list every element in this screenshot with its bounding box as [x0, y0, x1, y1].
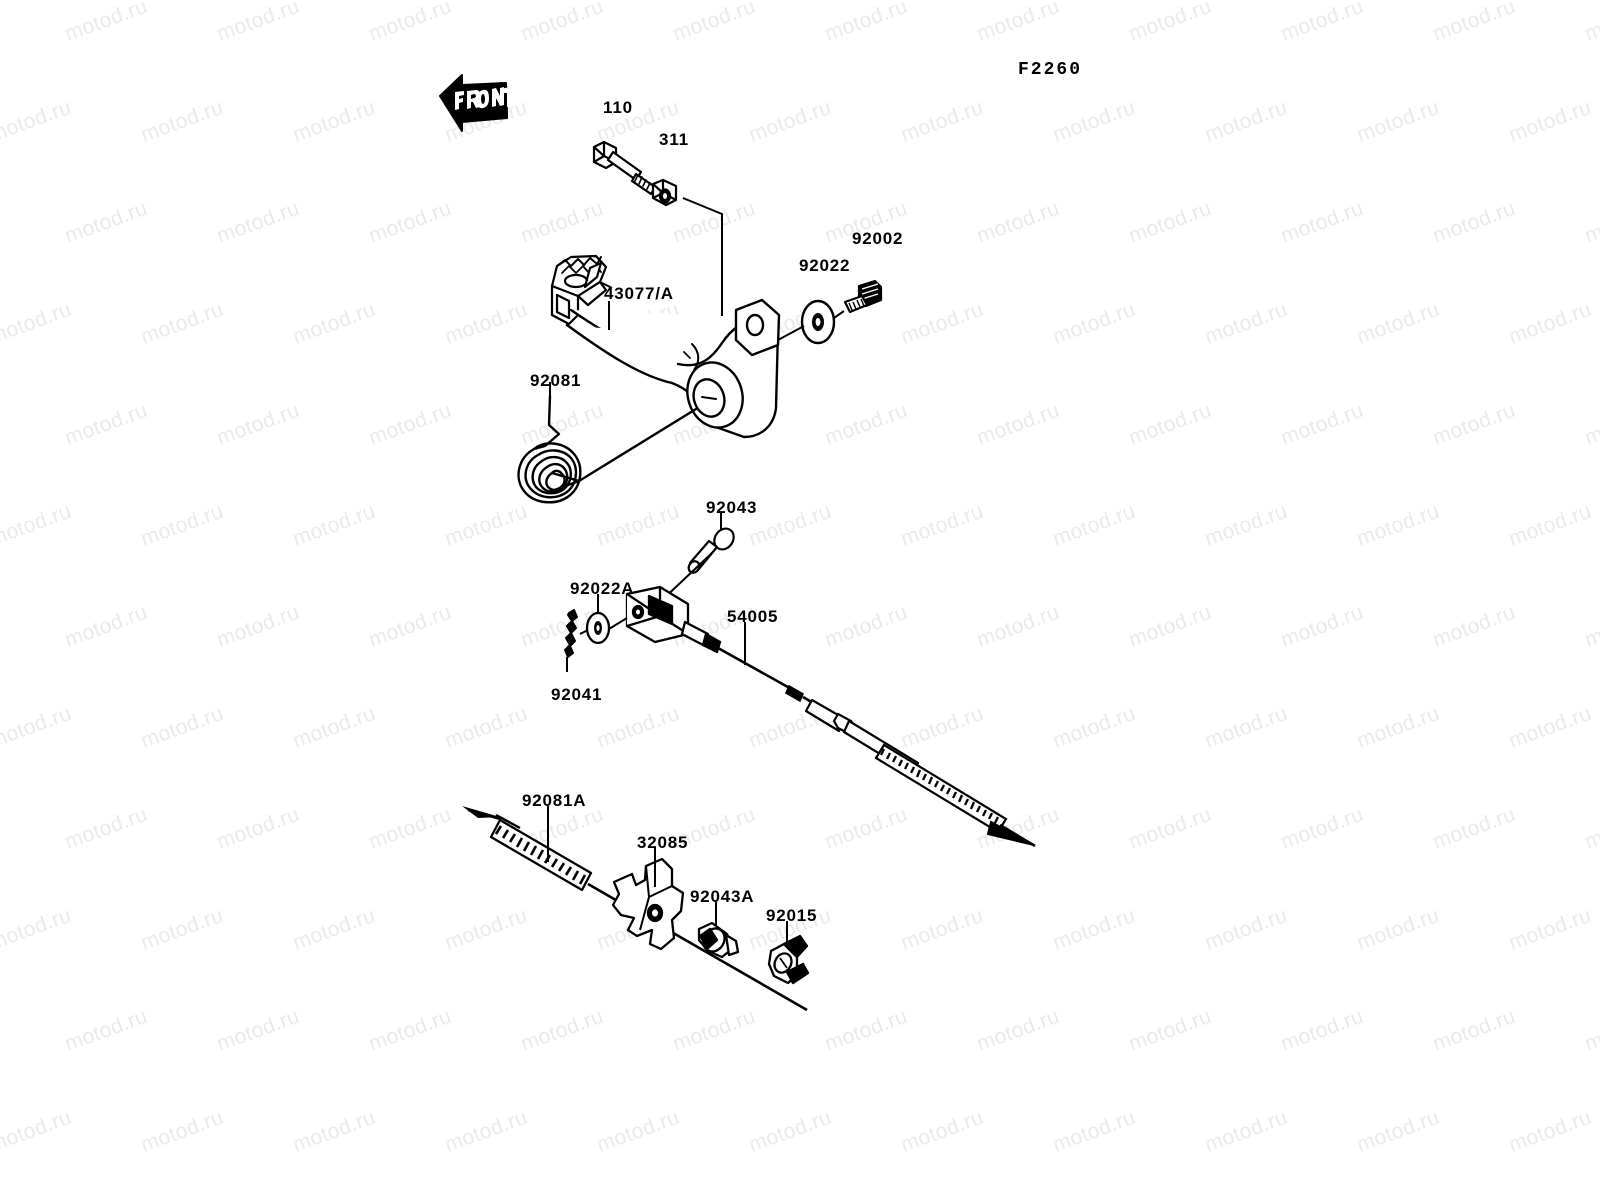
part-callout-311: 311: [659, 130, 689, 149]
part-callout-92081A: 92081A: [522, 791, 587, 810]
part-wing-nut-92015: [767, 934, 810, 985]
part-screw-92002: [843, 279, 883, 314]
part-pin-92043: [687, 527, 735, 574]
part-nut-311: [651, 178, 678, 207]
part-torsion-spring-92081: [517, 394, 698, 504]
front-arrow-icon: [439, 74, 514, 132]
part-callout-92002: 92002: [852, 229, 904, 248]
spring-direction-arrow-icon: [462, 806, 521, 830]
part-brake-rod-54005: [717, 646, 1036, 848]
part-callout-92022: 92022: [799, 256, 851, 275]
leader-92002-join: [833, 310, 845, 319]
part-compression-spring-92081A: [489, 818, 593, 892]
part-callout-43077A: 43077/A: [604, 284, 674, 303]
diagram-code: F2260: [1018, 60, 1083, 80]
part-washer-92022: [800, 299, 836, 345]
part-joint-pin-92043A: [697, 921, 740, 959]
leader-92022-to-pedal: [777, 325, 805, 341]
part-brake-pedal-lever: [565, 298, 781, 439]
part-callout-92043: 92043: [706, 498, 758, 517]
part-callout-92043A: 92043A: [690, 887, 755, 906]
part-callout-32085: 32085: [637, 833, 689, 852]
leader-92022A-to-clevis: [608, 617, 628, 630]
part-pedal-pad-43077A: [550, 254, 608, 326]
part-bracket-32085: [611, 857, 685, 951]
leader-43077A-tick: [599, 281, 613, 289]
part-callout-92041: 92041: [551, 685, 603, 704]
part-bolt-110: [592, 140, 657, 196]
part-callout-54005: 54005: [727, 607, 779, 626]
leader-92041-to-washer: [579, 629, 589, 635]
part-clevis-joint: [625, 585, 722, 654]
part-callout-110: 110: [603, 98, 633, 117]
part-callout-92022A: 92022A: [570, 579, 635, 598]
part-callout-92081: 92081: [530, 371, 582, 390]
part-cotter-pin-92041: [564, 609, 578, 658]
part-callout-92015: 92015: [766, 906, 818, 925]
